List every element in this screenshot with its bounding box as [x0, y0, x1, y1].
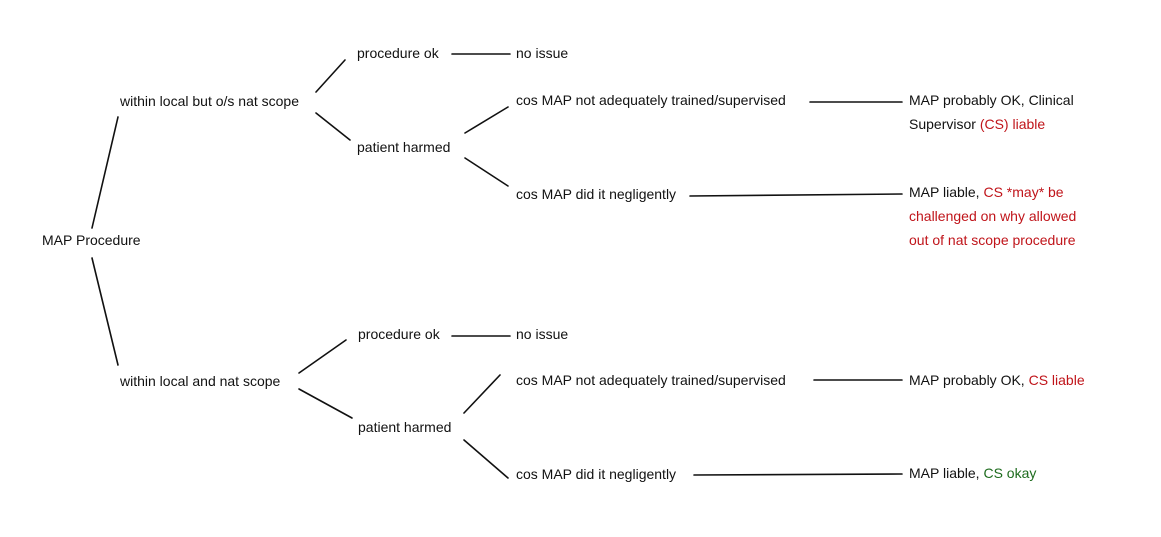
bottom-procedure-ok: procedure ok [358, 326, 440, 342]
top-procedure-ok: procedure ok [357, 45, 439, 61]
edge-root-to-bottom [91, 257, 119, 366]
top-outcome-negligent-prefix: MAP liable, [909, 184, 984, 200]
edge-bottom-to-ok [298, 339, 347, 374]
edge-bottom-to-harmed [298, 388, 353, 419]
top-outcome-negligent-line3: out of nat scope procedure [909, 232, 1076, 248]
bottom-outcome-training: MAP probably OK, CS liable [909, 368, 1085, 392]
top-cause-negligent: cos MAP did it negligently [516, 186, 677, 202]
bottom-no-issue: no issue [516, 326, 569, 342]
bottom-patient-harmed: patient harmed [358, 419, 452, 435]
edge-bottom-negligent-to-outcome [693, 473, 903, 476]
top-outcome-negligent-line2: challenged on why allowed [909, 208, 1077, 224]
bottom-outcome-training-liable: CS liable [1028, 372, 1085, 388]
bottom-outcome-negligent: MAP liable, CS okay [909, 461, 1036, 485]
bottom-outcome-negligent-prefix: MAP liable, [909, 465, 984, 481]
edge-bottom-harmed-to-negligent [463, 439, 509, 479]
edge-top-harmed-to-training [464, 106, 509, 134]
branch-bottom-label: within local and nat scope [120, 373, 281, 389]
top-outcome-training-line2: Supervisor (CS) liable [909, 112, 1074, 136]
top-no-issue: no issue [516, 45, 569, 61]
edge-top-negligent-to-outcome [689, 193, 903, 197]
bottom-cause-negligent: cos MAP did it negligently [516, 466, 677, 482]
edge-root-to-top [91, 116, 119, 229]
branch-top-label: within local but o/s nat scope [120, 93, 299, 109]
root-node: MAP Procedure [42, 232, 141, 248]
top-outcome-negligent-may: CS *may* be [983, 184, 1064, 200]
edge-top-harmed-to-negligent [464, 157, 509, 187]
bottom-cause-training: cos MAP not adequately trained/supervise… [516, 372, 786, 388]
top-outcome-training-prefix: Supervisor [909, 116, 980, 132]
bottom-outcome-training-prefix: MAP probably OK, [909, 372, 1029, 388]
top-cause-training: cos MAP not adequately trained/supervise… [516, 92, 786, 108]
edge-top-to-harmed [315, 112, 351, 141]
edge-bottom-harmed-to-training [463, 374, 501, 414]
top-outcome-training: MAP probably OK, Clinical Supervisor (CS… [909, 88, 1074, 136]
top-outcome-negligent-line1: MAP liable, CS *may* be [909, 180, 1076, 204]
top-outcome-negligent: MAP liable, CS *may* be challenged on wh… [909, 180, 1076, 252]
bottom-outcome-negligent-okay: CS okay [983, 465, 1037, 481]
top-patient-harmed: patient harmed [357, 139, 451, 155]
edge-top-to-ok [315, 59, 346, 93]
top-outcome-training-line1: MAP probably OK, Clinical [909, 92, 1074, 108]
top-outcome-training-liable: (CS) liable [979, 116, 1046, 132]
